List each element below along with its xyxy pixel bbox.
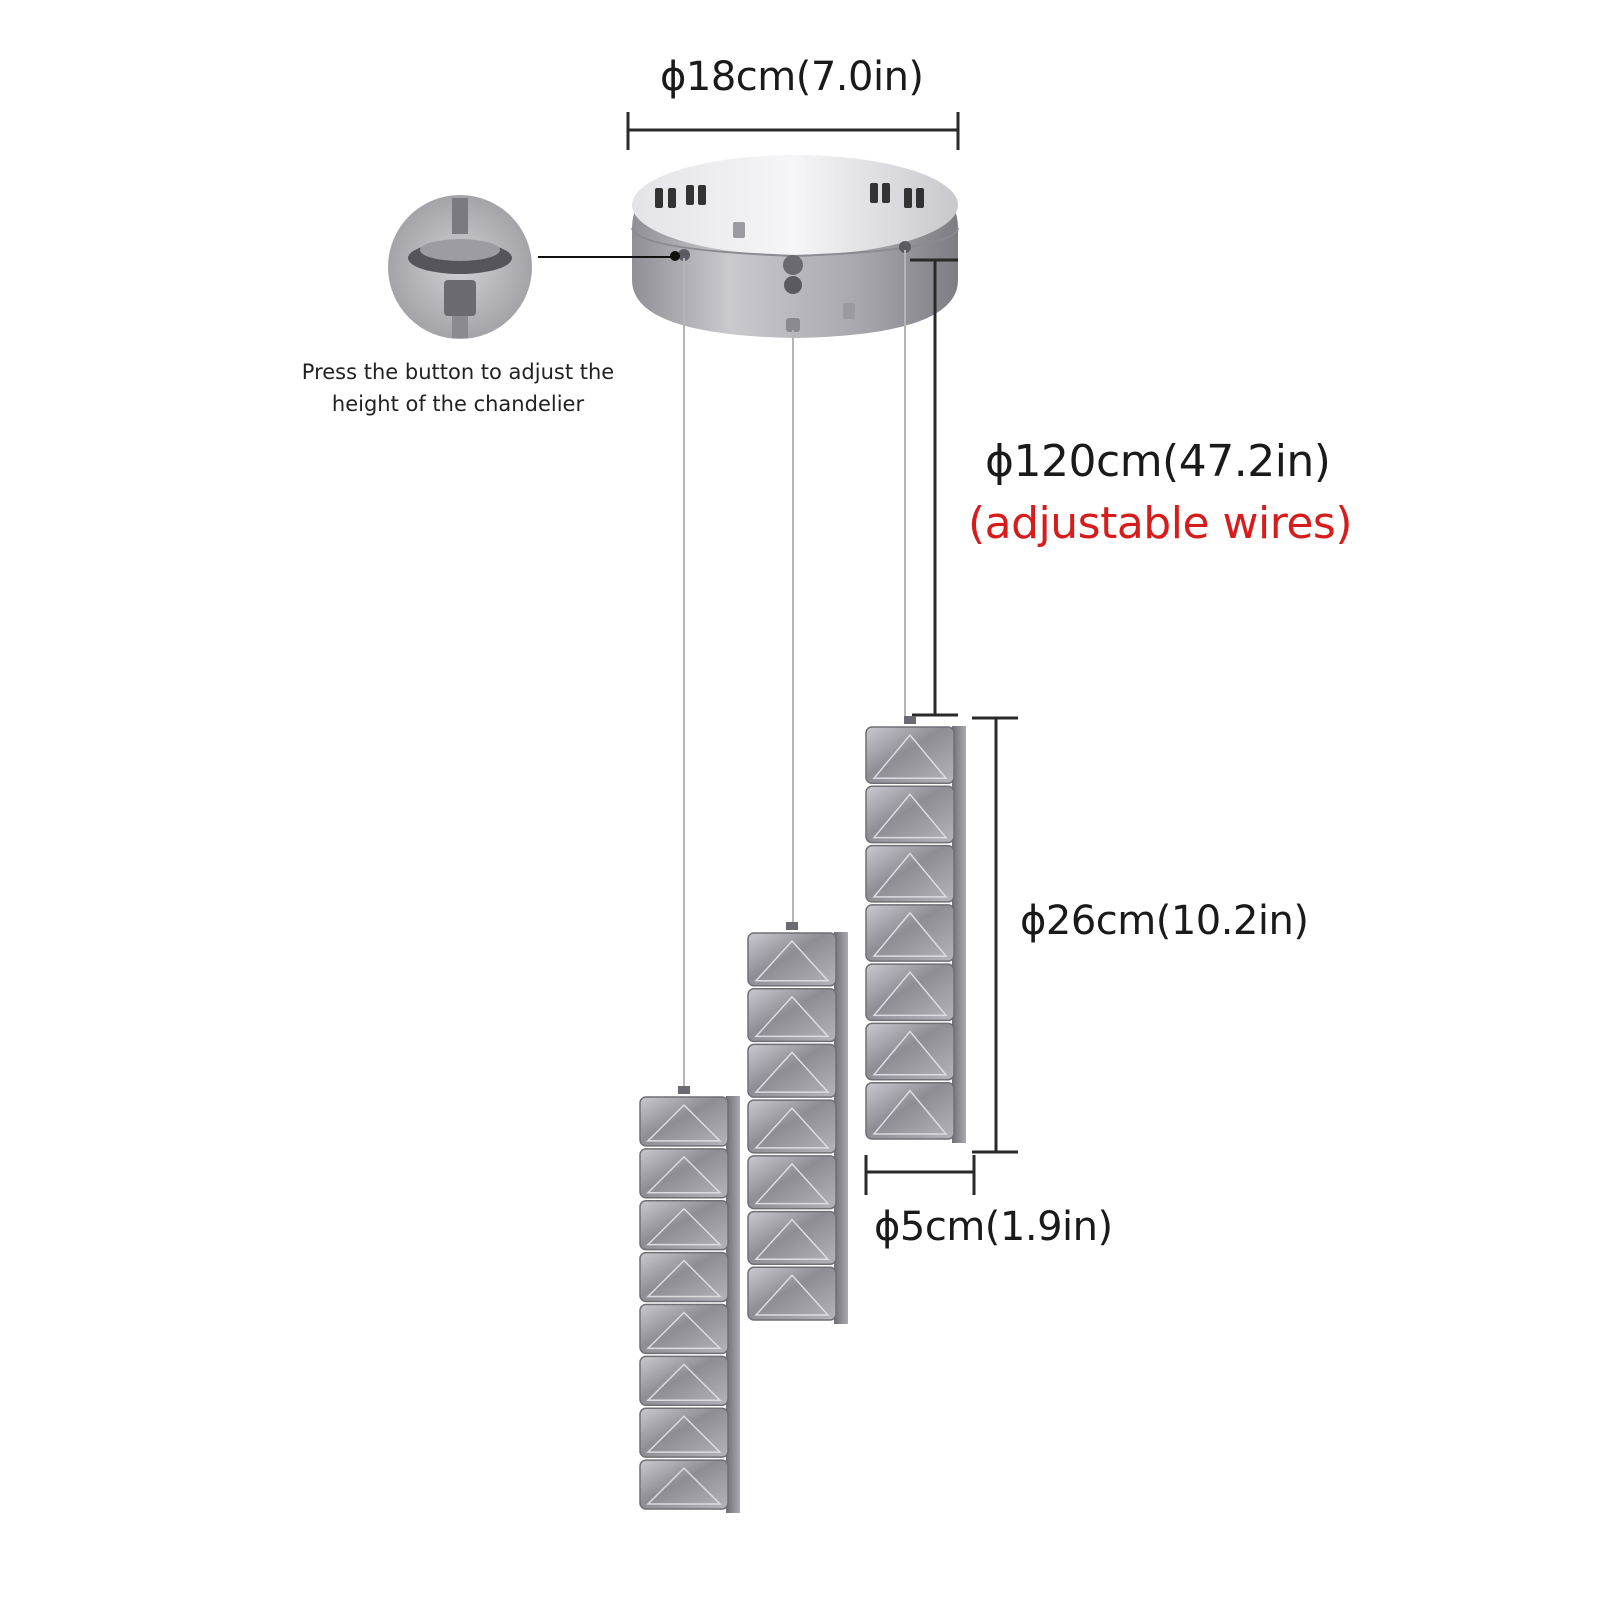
canopy-dimension-line: [626, 112, 960, 150]
wire-dimension-line: [910, 258, 958, 717]
adjust-note-line-1: Press the button to adjust the: [301, 360, 615, 384]
crystal-block: [865, 844, 955, 903]
pendant-cap: [904, 716, 916, 724]
crystal-block: [639, 1303, 729, 1355]
crystal-block: [865, 1081, 955, 1140]
crystal-block: [747, 987, 837, 1043]
crystal-facet: [872, 970, 948, 1017]
crystal-pendants: [639, 716, 966, 1513]
crystal-block: [865, 785, 955, 844]
crystal-block: [639, 1407, 729, 1458]
crystal-facet: [872, 793, 948, 839]
crystal-facet: [754, 995, 830, 1038]
crystal-block: [639, 1459, 729, 1510]
pendant-cap: [678, 1086, 690, 1094]
wire-length-label: ϕ120cm(47.2in): [985, 436, 1331, 487]
crystal-facet: [754, 1274, 830, 1316]
pendant-middle: [747, 922, 848, 1324]
crystal-facet: [646, 1207, 722, 1246]
crystal-block: [865, 963, 955, 1022]
adjustable-wires-note: (adjustable wires): [968, 498, 1353, 549]
crystal-block: [865, 904, 955, 962]
crystal-block: [865, 1022, 955, 1081]
pendant-left: [639, 1086, 740, 1513]
pendant-right: [865, 716, 966, 1143]
crystal-facet: [872, 852, 948, 898]
adjust-note: Press the button to adjust the height of…: [278, 356, 638, 420]
crystal-block: [639, 1200, 729, 1251]
crystal-facet: [754, 939, 830, 982]
crystal-facet: [646, 1155, 722, 1194]
crystal-block: [639, 1251, 729, 1303]
crystal-facet: [754, 1162, 830, 1205]
canopy-diameter-label: ϕ18cm(7.0in): [660, 54, 924, 100]
adjust-button-detail-icon: [388, 195, 675, 339]
pendant-height-label: ϕ26cm(10.2in): [1020, 898, 1309, 944]
crystal-block: [747, 1210, 837, 1266]
crystal-facet: [646, 1259, 722, 1298]
ceiling-canopy: [631, 155, 959, 338]
crystal-block: [747, 1099, 837, 1154]
crystal-facet: [872, 1030, 948, 1076]
crystal-block: [747, 1155, 837, 1210]
crystal-facet: [872, 911, 948, 957]
pendant-width-label: ϕ5cm(1.9in): [874, 1204, 1113, 1250]
crystal-facet: [754, 1107, 830, 1149]
pendant-height-dimension-line: [972, 716, 1018, 1154]
adjust-note-line-2: height of the chandelier: [331, 392, 585, 416]
crystal-facet: [754, 1051, 830, 1093]
crystal-block: [747, 1043, 837, 1098]
crystal-facet: [646, 1467, 722, 1505]
crystal-facet: [646, 1415, 722, 1453]
crystal-facet: [754, 1218, 830, 1261]
crystal-facet: [646, 1363, 722, 1401]
suspension-wires: [683, 250, 906, 1090]
canopy-vents: [655, 183, 924, 208]
crystal-block: [747, 1266, 837, 1321]
crystal-block: [639, 1355, 729, 1406]
crystal-facet: [872, 1089, 948, 1135]
pendant-cap: [786, 922, 798, 930]
pendant-width-dimension-line: [864, 1155, 976, 1195]
crystal-facet: [646, 1103, 722, 1142]
crystal-block: [747, 932, 837, 987]
crystal-facet: [872, 733, 948, 780]
crystal-facet: [646, 1311, 722, 1350]
crystal-block: [865, 726, 955, 785]
crystal-block: [639, 1096, 729, 1147]
crystal-block: [639, 1148, 729, 1199]
